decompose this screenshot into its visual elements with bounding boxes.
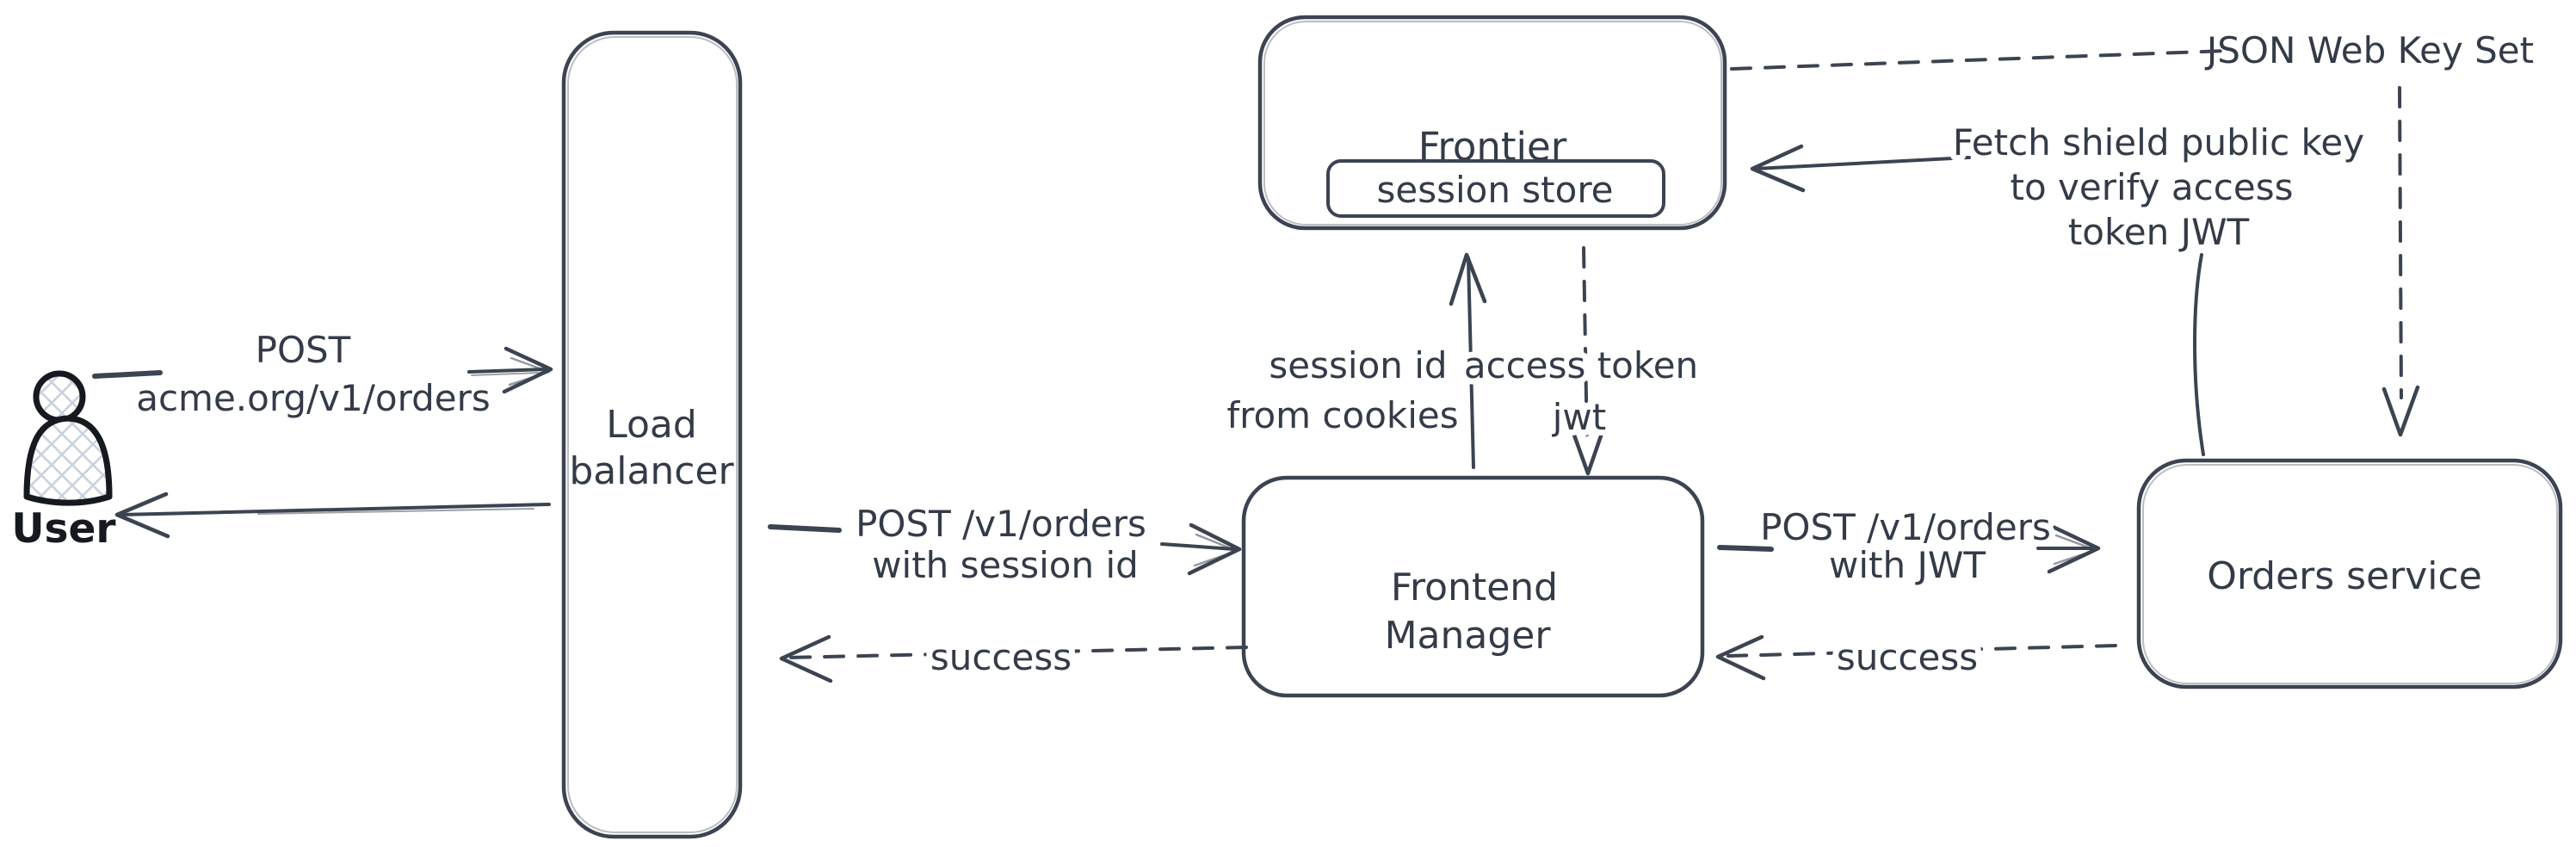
- edge-fm-to-orders-label-line2: with JWT: [1829, 544, 1986, 586]
- arrowhead-left-icon: [779, 634, 833, 683]
- edge-fm-to-frontier-label-line2: from cookies: [1226, 394, 1458, 436]
- user-label: User: [11, 505, 116, 553]
- edge-user-to-lb-tail: [92, 370, 163, 379]
- orders-service-box: [2136, 458, 2563, 689]
- orders-service-box-sketch: [2142, 464, 2558, 684]
- load-balancer-box: [561, 30, 743, 839]
- frontend-manager-label-line1: Frontend: [1391, 566, 1558, 609]
- frontend-manager-node: Frontend Manager: [1241, 475, 1705, 698]
- edge-fm-to-frontier: session id from cookies: [1220, 252, 1487, 469]
- edge-fm-to-orders: POST /v1/orders with JWT: [1717, 500, 2101, 592]
- orders-service-node: Orders service: [2136, 458, 2563, 689]
- frontend-manager-label-line2: Manager: [1385, 614, 1552, 658]
- edge-frontier-to-jwks: [1730, 49, 2229, 71]
- edge-orders-to-frontier-label-line2: to verify access: [2011, 166, 2294, 208]
- arrowhead-left-icon: [1750, 144, 1806, 193]
- edge-frontier-to-jwks-shaft: [1730, 49, 2229, 71]
- edge-frontier-to-fm-label-line1: access token: [1464, 344, 1698, 386]
- session-store-label: session store: [1376, 169, 1613, 211]
- edge-user-to-lb-label-line2: acme.org/v1/orders: [136, 377, 491, 419]
- arrowhead-right-icon: [502, 346, 553, 394]
- arrowhead-right-sketch-icon: [2053, 534, 2097, 566]
- user-head-icon: [33, 370, 86, 424]
- edge-user-to-lb-shaft-sketch: [471, 372, 541, 376]
- edge-orders-to-frontier-label-line3: token JWT: [2068, 211, 2250, 253]
- user-body-icon: [23, 415, 113, 506]
- arrowhead-left-icon: [114, 492, 170, 539]
- edge-lb-to-user-shaft: [119, 503, 551, 516]
- arrowhead-right-icon: [1187, 522, 1242, 576]
- edge-fm-to-orders-tail: [1717, 545, 1774, 552]
- jwks-node: JSON Web Key Set: [2204, 29, 2534, 71]
- session-store-box: [1326, 159, 1665, 218]
- edge-user-to-lb-shaft: [467, 368, 547, 374]
- frontend-manager-box: [1241, 475, 1705, 698]
- load-balancer-label-line2: balancer: [569, 449, 734, 493]
- edge-user-to-lb: POST acme.org/v1/orders: [92, 323, 553, 425]
- edge-lb-to-fm: POST /v1/orders with session id: [768, 497, 1242, 592]
- edge-frontier-to-fm-shaft: [1582, 246, 1589, 449]
- edge-lb-to-user-shaft-sketch: [257, 508, 534, 515]
- arrowhead-right-icon: [2047, 523, 2101, 574]
- edge-fm-to-frontier-label-line1: session id: [1269, 344, 1447, 386]
- arrowhead-right-sketch-icon: [1193, 533, 1239, 567]
- edge-fm-to-frontier-shaft: [1467, 257, 1475, 469]
- orders-service-label: Orders service: [2207, 554, 2482, 598]
- arrowhead-left-icon: [1715, 634, 1766, 681]
- user-node: User: [11, 370, 116, 553]
- edge-frontier-to-fm-label-line2: jwt: [1552, 396, 1607, 438]
- edge-lb-to-fm-tail: [768, 524, 842, 533]
- arrowhead-right-sketch-icon: [508, 356, 551, 386]
- arrowhead-down-icon: [2381, 385, 2420, 437]
- edge-orders-to-frontier-curve: [2193, 253, 2205, 456]
- edge-lb-to-fm-label-line1: POST /v1/orders: [856, 503, 1146, 545]
- edge-fm-to-lb-success: success: [779, 630, 1248, 684]
- arrowhead-down-icon: [1569, 424, 1607, 476]
- frontier-node: Frontier session store: [1257, 15, 1727, 231]
- edge-orders-to-frontier-shaft: [1754, 156, 1971, 170]
- edge-lb-to-fm-label-line2: with session id: [872, 544, 1139, 586]
- edge-fm-to-lb-shaft: [783, 646, 1248, 659]
- frontier-box-sketch: [1263, 21, 1722, 226]
- edge-lb-to-fm-shaft: [1160, 542, 1236, 551]
- load-balancer-node: Load balancer: [561, 30, 743, 839]
- load-balancer-label-line1: Load: [606, 403, 697, 447]
- jwks-label: JSON Web Key Set: [2204, 29, 2534, 71]
- edge-user-to-lb-label-line1: POST: [256, 329, 351, 371]
- edge-fm-to-lb-label: success: [930, 636, 1072, 678]
- edge-lb-to-user: [114, 492, 551, 539]
- edge-jwks-to-orders: [2381, 86, 2420, 437]
- edge-orders-to-fm-success: success: [1715, 630, 2117, 684]
- edge-orders-to-frontier-label-line1: Fetch shield public key: [1953, 121, 2364, 164]
- edge-fm-to-orders-label-line1: POST /v1/orders: [1760, 506, 2051, 548]
- arrowhead-up-icon: [1449, 252, 1487, 306]
- edge-orders-to-frontier: Fetch shield public key to verify access…: [1750, 115, 2370, 456]
- edge-orders-to-fm-label: success: [1837, 636, 1978, 678]
- edge-jwks-to-orders-shaft: [2398, 86, 2403, 399]
- edge-frontier-to-fm: access token jwt: [1458, 246, 1704, 476]
- load-balancer-box-sketch: [567, 36, 738, 833]
